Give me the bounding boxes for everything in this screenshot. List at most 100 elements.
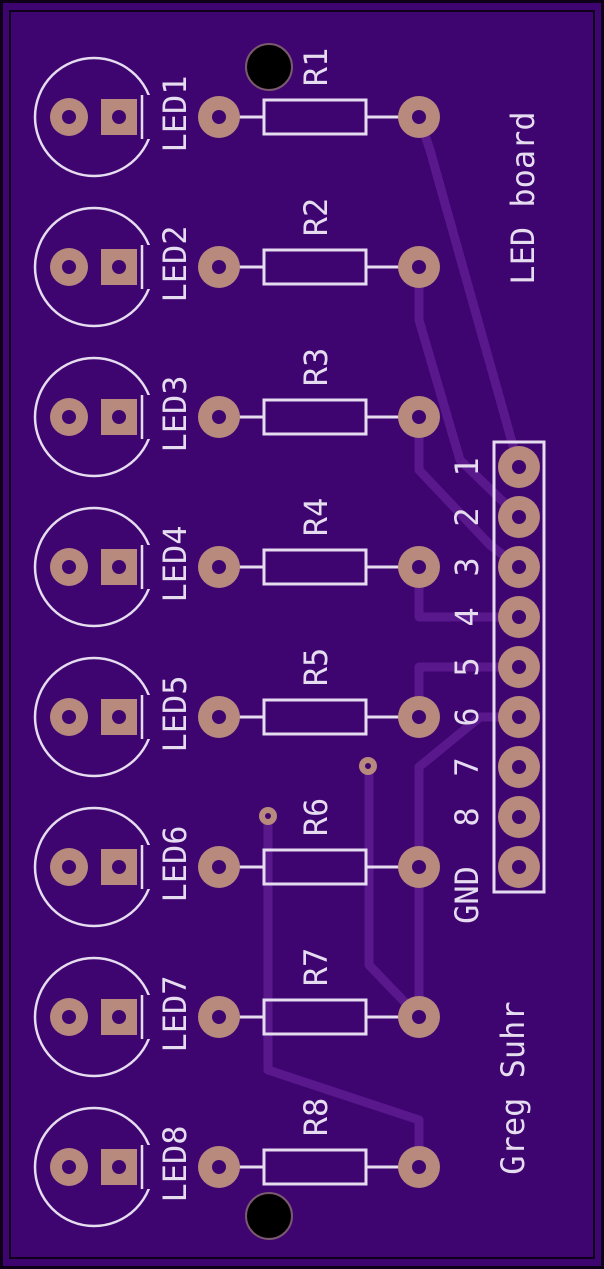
resistor-2: R2 [198, 198, 440, 288]
header-pin-label: 8 [448, 807, 486, 826]
led-anode-hole [62, 110, 76, 124]
led-anode-hole [62, 410, 76, 424]
led-cathode-hole [112, 1010, 126, 1024]
via-hole [265, 813, 271, 819]
resistor-body [262, 398, 368, 436]
led-label: LED5 [156, 675, 194, 752]
header-pin-hole [512, 710, 526, 724]
resistor-hole [412, 1010, 426, 1024]
header-pin-hole [512, 810, 526, 824]
header-outline [492, 440, 546, 894]
header-pin-hole [512, 760, 526, 774]
led-label: LED4 [156, 525, 194, 602]
trace [364, 761, 424, 1022]
resistor-hole [212, 1010, 226, 1024]
led-2: LED2 [33, 206, 194, 328]
resistor-6: R6 [198, 798, 440, 888]
resistor-label: R1 [297, 48, 335, 87]
resistor-hole [412, 710, 426, 724]
header-pin-label: 1 [448, 457, 486, 476]
resistor-body [262, 848, 368, 886]
header-pin-hole [512, 860, 526, 874]
board-substrate [3, 3, 601, 1266]
led-4: LED4 [33, 506, 194, 628]
resistor-hole [412, 110, 426, 124]
mounting-hole-bottom [245, 1192, 293, 1240]
resistor-hole [412, 860, 426, 874]
mounting-hole-top [245, 43, 293, 91]
resistor-hole [212, 1160, 226, 1174]
header-pin-label: 3 [448, 557, 486, 576]
header-pin-hole [512, 660, 526, 674]
led-label: LED3 [156, 375, 194, 452]
led-anode-hole [62, 1160, 76, 1174]
resistor-4: R4 [198, 498, 440, 588]
led-cathode-hole [112, 260, 126, 274]
led-anode-hole [62, 260, 76, 274]
led-cathode-hole [112, 410, 126, 424]
board-title: LED board [504, 111, 542, 284]
led-anode-hole [62, 560, 76, 574]
led-flat-cutout [142, 395, 160, 439]
trace [414, 262, 524, 522]
header-pin-label: 5 [448, 657, 486, 676]
header-pin-label: 4 [448, 607, 486, 626]
led-label: LED1 [156, 75, 194, 152]
resistor-7: R7 [198, 948, 440, 1038]
led-flat-cutout [142, 995, 160, 1039]
resistor-hole [212, 110, 226, 124]
led-anode-hole [62, 1010, 76, 1024]
board-author: Greg Suhr [494, 1001, 532, 1174]
header-pin-hole [512, 460, 526, 474]
resistor-label: R7 [297, 948, 335, 987]
led-flat-cutout [142, 845, 160, 889]
resistor-hole [212, 860, 226, 874]
resistor-8: R8 [198, 1098, 440, 1188]
led-cathode-hole [112, 710, 126, 724]
header-pin-label: GND [448, 866, 486, 924]
resistor-body [262, 248, 368, 286]
resistor-label: R8 [297, 1098, 335, 1137]
header-pin-label: 7 [448, 757, 486, 776]
resistor-body [262, 998, 368, 1036]
resistor-label: R2 [297, 198, 335, 237]
resistor-label: R4 [297, 498, 335, 537]
resistor-body [262, 698, 368, 736]
resistor-5: R5 [198, 648, 440, 738]
header-pin-hole [512, 610, 526, 624]
led-flat-cutout [142, 245, 160, 289]
led-cathode-hole [112, 860, 126, 874]
led-label: LED8 [156, 1125, 194, 1202]
led-6: LED6 [33, 806, 194, 928]
resistor-hole [212, 560, 226, 574]
header-pin-label: 6 [448, 707, 486, 726]
trace [263, 811, 424, 1172]
led-flat-cutout [142, 95, 160, 139]
led-flat-cutout [142, 695, 160, 739]
resistor-hole [212, 410, 226, 424]
led-anode-hole [62, 710, 76, 724]
resistor-1: R1 [198, 48, 440, 138]
led-cathode-hole [112, 560, 126, 574]
led-label: LED7 [156, 975, 194, 1052]
resistor-label: R5 [297, 648, 335, 687]
led-5: LED5 [33, 656, 194, 778]
led-8: LED8 [33, 1106, 194, 1228]
resistor-body [262, 548, 368, 586]
header-pin-hole [512, 560, 526, 574]
resistor-label: R3 [297, 348, 335, 387]
led-anode-hole [62, 860, 76, 874]
header-pin-label: 2 [448, 507, 486, 526]
resistor-hole [412, 260, 426, 274]
led-flat-cutout [142, 1145, 160, 1189]
resistor-hole [212, 710, 226, 724]
resistor-hole [412, 560, 426, 574]
led-flat-cutout [142, 545, 160, 589]
header-pin-hole [512, 510, 526, 524]
resistor-3: R3 [198, 348, 440, 438]
led-cathode-hole [112, 110, 126, 124]
led-1: LED1 [33, 56, 194, 178]
